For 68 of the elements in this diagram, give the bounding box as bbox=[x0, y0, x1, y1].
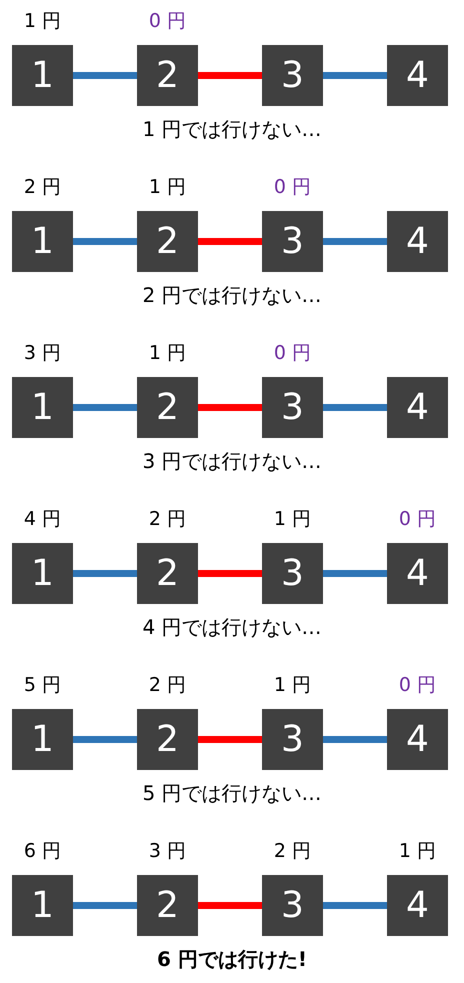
fare-label: 3 円 bbox=[148, 839, 188, 864]
station-box: 2 bbox=[137, 211, 198, 272]
connector-line bbox=[323, 238, 387, 245]
fare-label: 1 円 bbox=[148, 341, 188, 366]
connector-line bbox=[198, 72, 262, 79]
station-box: 3 bbox=[262, 45, 323, 106]
station-box: 4 bbox=[387, 211, 448, 272]
fare-label: 3 円 bbox=[22, 341, 62, 366]
station-box: 1 bbox=[12, 211, 73, 272]
station-box: 2 bbox=[137, 543, 198, 604]
connector-line bbox=[198, 902, 262, 909]
fare-label: 2 円 bbox=[22, 175, 62, 200]
connector-line bbox=[323, 404, 387, 411]
fare-label: 1 円 bbox=[398, 839, 438, 864]
caption-text: 4 円では行けない… bbox=[141, 614, 323, 641]
fare-label: 0 円 bbox=[398, 507, 438, 532]
fare-label: 0 円 bbox=[148, 9, 188, 34]
station-box: 1 bbox=[12, 45, 73, 106]
station-box: 3 bbox=[262, 377, 323, 438]
station-box: 2 bbox=[137, 709, 198, 770]
connector-line bbox=[73, 238, 137, 245]
station-box: 4 bbox=[387, 543, 448, 604]
connector-line bbox=[198, 404, 262, 411]
caption-text: 5 円では行けない… bbox=[141, 780, 323, 807]
fare-label: 0 円 bbox=[272, 341, 312, 366]
station-box: 2 bbox=[137, 377, 198, 438]
caption-text: 1 円では行けない… bbox=[141, 116, 323, 143]
station-box: 1 bbox=[12, 875, 73, 936]
connector-line bbox=[323, 72, 387, 79]
station-box: 4 bbox=[387, 377, 448, 438]
fare-label: 2 円 bbox=[148, 673, 188, 698]
station-box: 3 bbox=[262, 709, 323, 770]
fare-label: 6 円 bbox=[22, 839, 62, 864]
connector-line bbox=[198, 736, 262, 743]
connector-line bbox=[73, 902, 137, 909]
station-box: 2 bbox=[137, 45, 198, 106]
connector-line bbox=[73, 404, 137, 411]
caption-text: 6 円では行けた! bbox=[156, 946, 308, 973]
fare-label: 1 円 bbox=[22, 9, 62, 34]
fare-label: 0 円 bbox=[272, 175, 312, 200]
fare-label: 1 円 bbox=[272, 507, 312, 532]
station-box: 1 bbox=[12, 377, 73, 438]
station-box: 1 bbox=[12, 543, 73, 604]
caption-text: 2 円では行けない… bbox=[141, 282, 323, 309]
station-box: 4 bbox=[387, 709, 448, 770]
connector-line bbox=[198, 570, 262, 577]
fare-label: 2 円 bbox=[272, 839, 312, 864]
station-box: 4 bbox=[387, 45, 448, 106]
station-box: 4 bbox=[387, 875, 448, 936]
fare-label: 1 円 bbox=[272, 673, 312, 698]
fare-label: 0 円 bbox=[398, 673, 438, 698]
station-box: 3 bbox=[262, 211, 323, 272]
caption-text: 3 円では行けない… bbox=[141, 448, 323, 475]
fare-label: 2 円 bbox=[148, 507, 188, 532]
station-box: 3 bbox=[262, 543, 323, 604]
connector-line bbox=[198, 238, 262, 245]
connector-line bbox=[73, 72, 137, 79]
station-box: 1 bbox=[12, 709, 73, 770]
connector-line bbox=[323, 902, 387, 909]
connector-line bbox=[73, 570, 137, 577]
connector-line bbox=[323, 736, 387, 743]
fare-label: 4 円 bbox=[22, 507, 62, 532]
connector-line bbox=[323, 570, 387, 577]
fare-label: 5 円 bbox=[22, 673, 62, 698]
fare-label: 1 円 bbox=[148, 175, 188, 200]
station-box: 3 bbox=[262, 875, 323, 936]
station-box: 2 bbox=[137, 875, 198, 936]
connector-line bbox=[73, 736, 137, 743]
